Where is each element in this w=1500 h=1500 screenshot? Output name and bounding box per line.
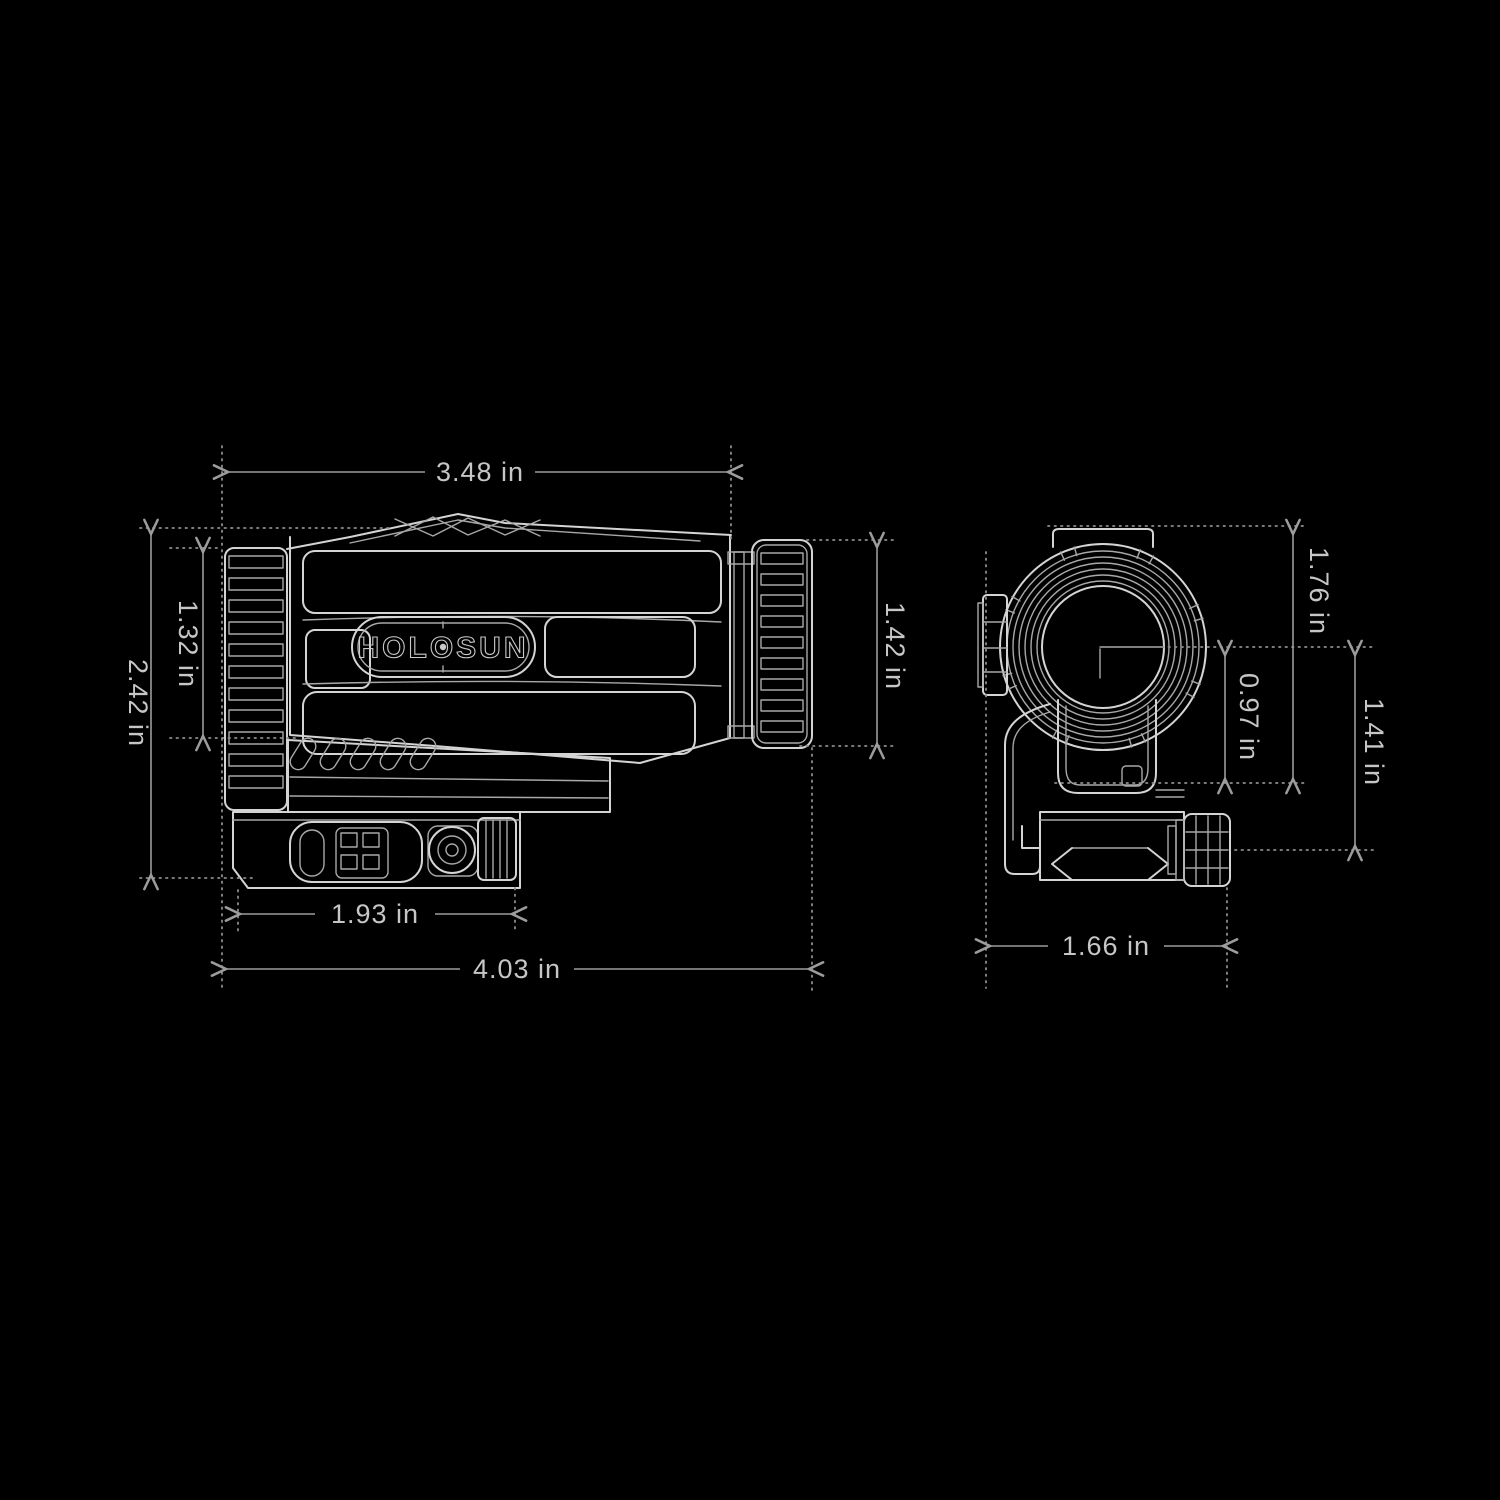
dimension-side-ring-height: 1.32 in — [173, 536, 211, 752]
front-center-axis-mark — [1099, 646, 1163, 679]
dim-label-side-overall-height: 2.42 in — [123, 659, 153, 747]
front-knurled-knob — [1167, 813, 1231, 887]
dimension-side-overall-height: 2.42 in — [123, 518, 159, 891]
dim-label-side-eyepiece-height: 1.42 in — [880, 602, 910, 690]
dimension-front-top-height: 1.76 in — [1285, 518, 1334, 795]
dim-label-front-axis-height: 0.97 in — [1234, 673, 1264, 761]
side-eyepiece — [727, 539, 813, 749]
dim-label-front-lower-height: 1.41 in — [1359, 698, 1389, 786]
front-bezel-notches — [1002, 546, 1204, 748]
side-top-hood — [286, 513, 732, 550]
mount-screw-knob — [428, 826, 476, 874]
dim-label-front-width: 1.66 in — [1062, 931, 1150, 961]
side-view-drawing: HOLOSUN — [224, 513, 813, 889]
dimension-side-overall-length: 4.03 in — [210, 954, 825, 984]
side-logo-badge: HOLOSUN — [351, 616, 536, 678]
front-view-drawing — [977, 528, 1231, 887]
dim-label-side-overall-length: 4.03 in — [473, 954, 561, 984]
dimension-front-lower-height: 1.41 in — [1347, 639, 1389, 862]
front-rail-block — [1039, 811, 1185, 881]
dimension-side-eyepiece-height: 1.42 in — [869, 531, 910, 760]
dim-label-front-top-height: 1.76 in — [1304, 547, 1334, 635]
logo-reticle-dot — [439, 643, 447, 651]
dim-label-side-body-length: 3.48 in — [436, 457, 524, 487]
side-vent-housing — [287, 737, 611, 813]
dim-label-side-ring-height: 1.32 in — [173, 600, 203, 688]
dimension-side-mount-length: 1.93 in — [224, 899, 528, 929]
front-left-flange — [977, 594, 1008, 696]
front-top-tab — [1052, 528, 1154, 548]
front-lens-rings — [977, 528, 1207, 751]
side-magnification-ring — [224, 547, 288, 811]
dim-label-side-mount-length: 1.93 in — [331, 899, 419, 929]
dimension-front-width: 1.66 in — [974, 931, 1239, 961]
qd-lever — [299, 829, 325, 877]
front-mount-bracket — [1004, 699, 1231, 887]
dimension-front-axis-height: 0.97 in — [1217, 639, 1264, 795]
dimension-side-body-length: 3.48 in — [212, 457, 744, 487]
side-mount-base — [232, 811, 521, 889]
